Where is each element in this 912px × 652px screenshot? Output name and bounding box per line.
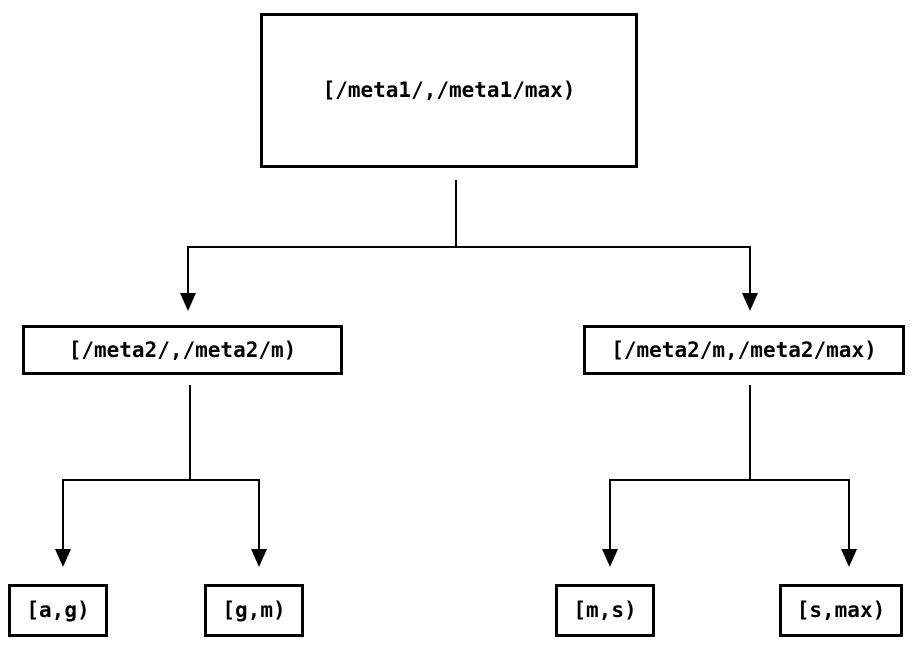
node-root: [/meta1/,/meta1/max): [260, 13, 638, 168]
arrow-down-icon: [55, 549, 71, 567]
edge-mid-right-elbow: [609, 479, 850, 550]
leaf-g-m: [g,m): [204, 584, 304, 637]
arrowheads: [55, 293, 857, 567]
arrow-down-icon: [742, 293, 758, 311]
edge-mid-left-elbow: [62, 479, 260, 550]
connector-lines: [62, 180, 850, 550]
arrow-down-icon: [602, 549, 618, 567]
leaf-s-max: [s,max): [779, 584, 903, 637]
arrow-down-icon: [251, 549, 267, 567]
node-meta2-high: [/meta2/m,/meta2/max): [583, 325, 905, 375]
node-meta2-low: [/meta2/,/meta2/m): [22, 325, 343, 375]
edge-root-elbow: [187, 246, 751, 294]
leaf-a-g: [a,g): [8, 584, 108, 637]
leaf-m-s: [m,s): [555, 584, 655, 637]
arrow-down-icon: [841, 549, 857, 567]
arrow-down-icon: [180, 293, 196, 311]
